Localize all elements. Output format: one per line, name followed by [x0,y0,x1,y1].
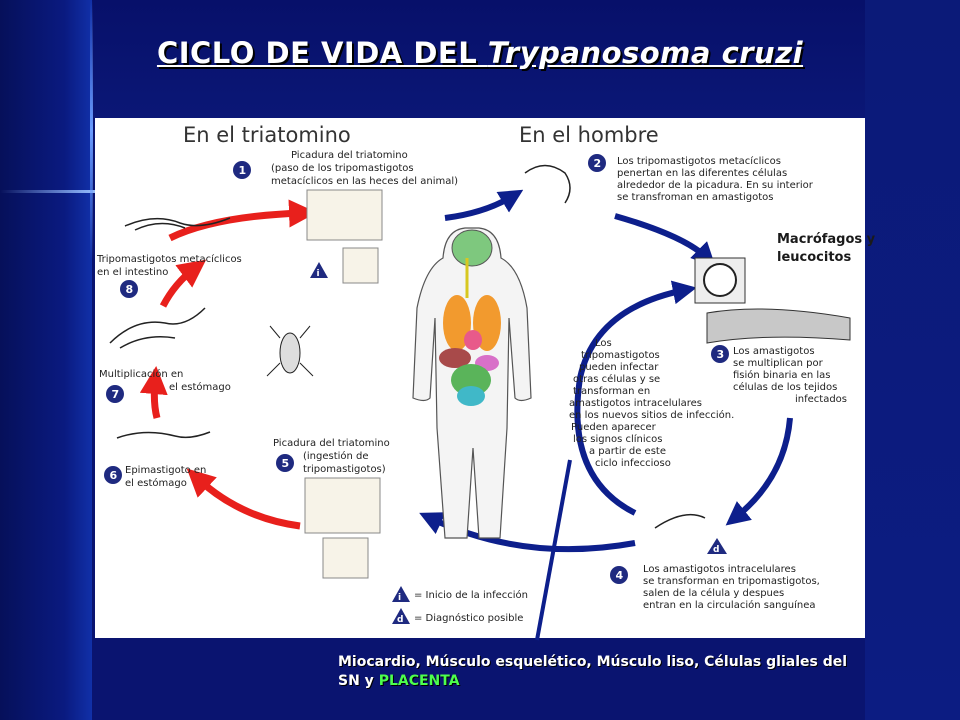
step-8-number: 8 [126,283,134,296]
triatomine-bug-icon [266,325,314,377]
step-1-number: 1 [239,164,247,177]
step-2-number: 2 [594,157,602,170]
arrow-reinfection [574,280,697,516]
step-8-text: Tripomastigotos metacíclicos en el intes… [96,253,245,278]
arrow-8-to-1 [168,199,317,242]
heading-human: En el hombre [519,123,659,147]
step-1-text: Picadura del triatomino (paso de los tri… [271,150,458,187]
arrow-2-to-3 [614,213,716,267]
bite-image-5-detail [322,537,369,579]
bite-image-5 [304,477,381,534]
diagnosis-marker: d [707,538,727,555]
life-cycle-diagram: En el triatomino En el hombre [95,118,865,638]
slide-title: CICLO DE VIDA DEL Trypanosoma cruzi [0,36,960,70]
human-body-icon [412,227,532,539]
step-7-text: Multiplicación en el estómago [99,368,231,393]
step-badges: 1 2 3 4 5 6 7 8 [104,154,729,584]
legend-i-label: = Inicio de la infección [414,589,528,601]
placenta-text: PLACENTA [378,673,460,689]
svg-text:i: i [317,269,320,279]
bite-image-1-detail [342,247,379,284]
decorative-glow-line [0,190,100,193]
legend-i-symbol: i [398,593,401,603]
step-2-text: Los tripomastigotos metacíclicos penerta… [617,155,816,203]
legend-d-symbol: d [397,615,403,625]
legend: i = Inicio de la infección d = Diagnósti… [392,586,528,625]
arrow-6-to-7 [139,366,168,419]
arrow-3-to-4 [725,417,793,526]
legend-d-label: = Diagnóstico posible [414,612,523,624]
trypomastigote-drawings [109,164,706,529]
step-6-text: Epimastigoto en el estómago [125,465,210,489]
step-5-text: Picadura del triatomino (ingestión de tr… [273,438,393,475]
background-right-bar [865,0,960,720]
tissues-text: Miocardio, Músculo esquelético, Músculo … [338,654,848,689]
title-main: CICLO DE VIDA DEL [156,36,488,70]
step-7-number: 7 [112,388,120,401]
title-species: Trypanosoma cruzi [487,36,804,70]
step-3-text: Los amastigotos se multiplican por fisió… [733,346,847,405]
step-4-number: 4 [616,569,624,582]
bite-image-1 [306,189,383,241]
step-4-text: Los amastigotos intracelulares se transf… [643,564,823,611]
background-left-bar [0,0,92,720]
arrow-1-to-2 [444,189,524,221]
step-3-number: 3 [717,348,725,361]
step-5-number: 5 [282,457,290,470]
macrophages-annotation: Macrófagos y leucocitos [777,232,876,265]
step-6-number: 6 [110,469,118,482]
infected-cell-drawings [694,257,851,344]
svg-text:d: d [713,545,719,555]
infection-start-marker: i [310,262,328,279]
arrow-5-to-6 [186,468,301,530]
background-top-band [0,0,960,118]
reinfection-text: Los tripomastigotos pueden infectar otra… [569,338,737,469]
decorative-glow-vertical [90,0,93,260]
heading-vector: En el triatomino [183,123,351,147]
life-cycle-svg: En el triatomino En el hombre [96,123,851,625]
arrow-7-to-8 [159,259,207,308]
tissues-annotation: Miocardio, Músculo esquelético, Músculo … [338,653,858,691]
